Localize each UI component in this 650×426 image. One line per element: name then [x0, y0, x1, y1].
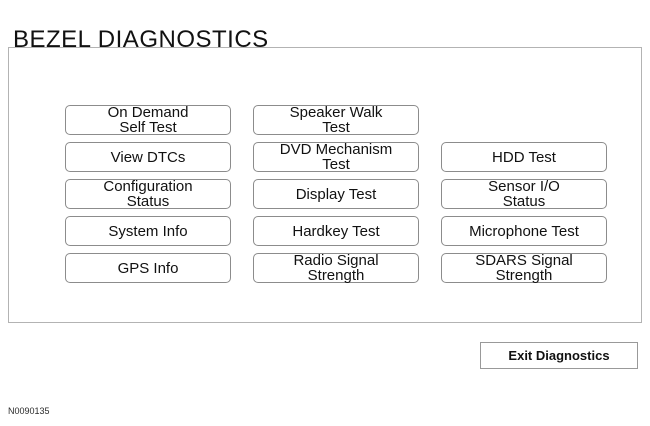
diagnostics-panel-border [8, 47, 642, 323]
button-radio-signal-strength[interactable]: Radio Signal Strength [253, 253, 419, 283]
figure-number: N0090135 [8, 406, 50, 416]
exit-diagnostics-button[interactable]: Exit Diagnostics [480, 342, 638, 369]
page-title: BEZEL DIAGNOSTICS [13, 26, 269, 53]
button-hdd-test[interactable]: HDD Test [441, 142, 607, 172]
button-gps-info[interactable]: GPS Info [65, 253, 231, 283]
button-hardkey-test[interactable]: Hardkey Test [253, 216, 419, 246]
button-dvd-mechanism-test[interactable]: DVD Mechanism Test [253, 142, 419, 172]
button-configuration-status[interactable]: Configuration Status [65, 179, 231, 209]
button-view-dtcs[interactable]: View DTCs [65, 142, 231, 172]
button-sdars-signal-strength[interactable]: SDARS Signal Strength [441, 253, 607, 283]
button-on-demand-self-test[interactable]: On Demand Self Test [65, 105, 231, 135]
button-speaker-walk-test[interactable]: Speaker Walk Test [253, 105, 419, 135]
button-system-info[interactable]: System Info [65, 216, 231, 246]
button-display-test[interactable]: Display Test [253, 179, 419, 209]
button-sensor-io-status[interactable]: Sensor I/O Status [441, 179, 607, 209]
button-microphone-test[interactable]: Microphone Test [441, 216, 607, 246]
